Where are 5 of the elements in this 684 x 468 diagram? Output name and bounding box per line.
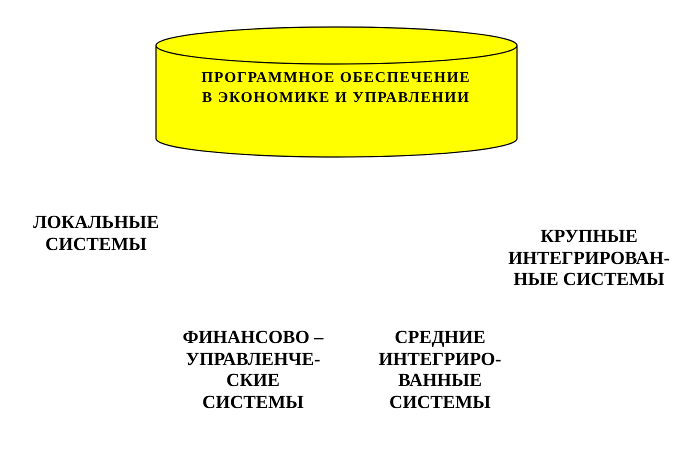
category-label: ЛОКАЛЬНЫЕ СИСТЕМЫ	[32, 213, 160, 256]
category-label: КРУПНЫЕ ИНТЕГРИРОВАН- НЫЕ СИСТЕМЫ	[507, 227, 671, 292]
category-label: СРЕДНИЕ ИНТЕГРИРО- ВАННЫЕ СИСТЕМЫ	[378, 328, 502, 415]
category-label: ФИНАНСОВО – УПРАВЛЕНЧЕ- СКИЕ СИСТЕМЫ	[182, 328, 324, 415]
cylinder-label: ПРОГРАММНОЕ ОБЕСПЕЧЕНИЕ В ЭКОНОМИКЕ И УПРАВЛЕНИИ	[201, 69, 471, 108]
